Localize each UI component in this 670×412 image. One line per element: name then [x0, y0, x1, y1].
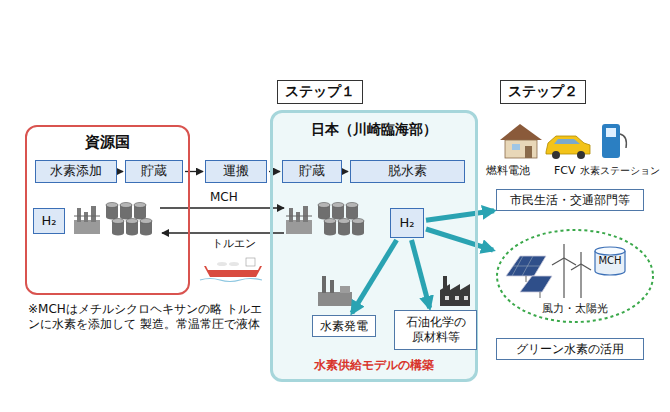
distribution-arrow — [426, 211, 494, 221]
box-label: 水素添加 — [47, 163, 105, 179]
process-box: 水素添加 — [35, 160, 117, 183]
region-caption: 水素供給モデルの構築 — [273, 358, 475, 373]
storage-cylinder: MCH — [594, 246, 626, 276]
solar-panel-icon — [506, 256, 552, 298]
flow-arrow — [344, 171, 348, 172]
region-fill — [272, 112, 476, 380]
use-box: グリーン水素の活用 — [496, 338, 644, 360]
box-label: MCH — [595, 255, 624, 268]
region-box: 資源国水素添加 貯蔵 H₂ — [25, 125, 190, 295]
distribution-arrow — [352, 240, 397, 313]
process-box: 貯蔵 — [125, 160, 183, 183]
region-fill — [272, 112, 476, 380]
hydrogen-box: H₂ — [390, 208, 424, 238]
power-plant-icon — [318, 276, 352, 306]
flow-arrow — [185, 171, 203, 172]
process-box: 貯蔵 — [282, 160, 342, 183]
box-label: 脱水素 — [385, 163, 430, 179]
factory-icon — [440, 276, 470, 306]
box-label: 市民生活・交通部門等 — [507, 193, 633, 208]
box-label: H₂ — [397, 215, 418, 231]
box-label: 運搬 — [220, 163, 252, 179]
step-label: ステップ２ — [500, 80, 586, 104]
region-box: 日本（川崎臨海部） 水素供給モデルの構築 貯蔵 脱水素 H₂ 水素発電 石油化学の 原材料等 — [270, 110, 478, 382]
wind-turbine-icon — [552, 244, 591, 298]
box-label: 貯蔵 — [296, 163, 328, 179]
icon-label: FCV — [554, 164, 576, 178]
box-label: 貯蔵 — [138, 163, 170, 179]
box-label: グリーン水素の活用 — [513, 342, 627, 357]
box-label: H₂ — [39, 213, 60, 229]
process-box: 運搬 — [205, 160, 267, 183]
distribution-arrow — [426, 229, 493, 250]
note-text: ※MCHはメチルシクロヘキサンの略 トルエンに水素を添加して 製造。常温常圧で液… — [28, 302, 264, 332]
use-box: 水素発電 — [312, 315, 376, 337]
region-heading: 資源国 — [27, 133, 188, 152]
car-icon — [546, 136, 590, 159]
region-heading: 風力・太陽光 — [495, 302, 655, 316]
use-box: 石油化学の 原材料等 — [394, 310, 477, 350]
flow-label: トルエン — [212, 237, 256, 251]
step-label: ステップ１ — [277, 80, 363, 104]
plant-icon — [74, 206, 100, 234]
process-box: 脱水素 — [350, 160, 465, 183]
tank-icon — [318, 203, 364, 236]
station-icon — [602, 124, 626, 158]
flow-arrow — [119, 171, 123, 172]
distribution-arrow — [412, 240, 430, 308]
icon-label: 燃料電池 — [486, 164, 530, 178]
box-label: 水素発電 — [317, 319, 371, 334]
ship-icon — [200, 258, 262, 282]
hydrogen-box: H₂ — [33, 208, 65, 234]
house-icon — [500, 124, 542, 158]
region-heading: 日本（川崎臨海部） — [273, 121, 475, 139]
transport-arrow — [160, 207, 284, 208]
box-label: ステップ２ — [505, 83, 581, 101]
tank-icon — [106, 203, 152, 236]
flow-label: MCH — [210, 190, 238, 205]
plant-icon — [286, 206, 312, 234]
transport-arrow — [162, 232, 284, 233]
icon-label: 水素ステーション — [580, 165, 660, 178]
renewable-ellipse: 風力・太陽光 MCH — [495, 228, 655, 324]
use-box: 市民生活・交通部門等 — [496, 189, 644, 211]
box-label: 石油化学の 原材料等 — [395, 315, 476, 345]
box-label: ステップ１ — [282, 83, 358, 101]
